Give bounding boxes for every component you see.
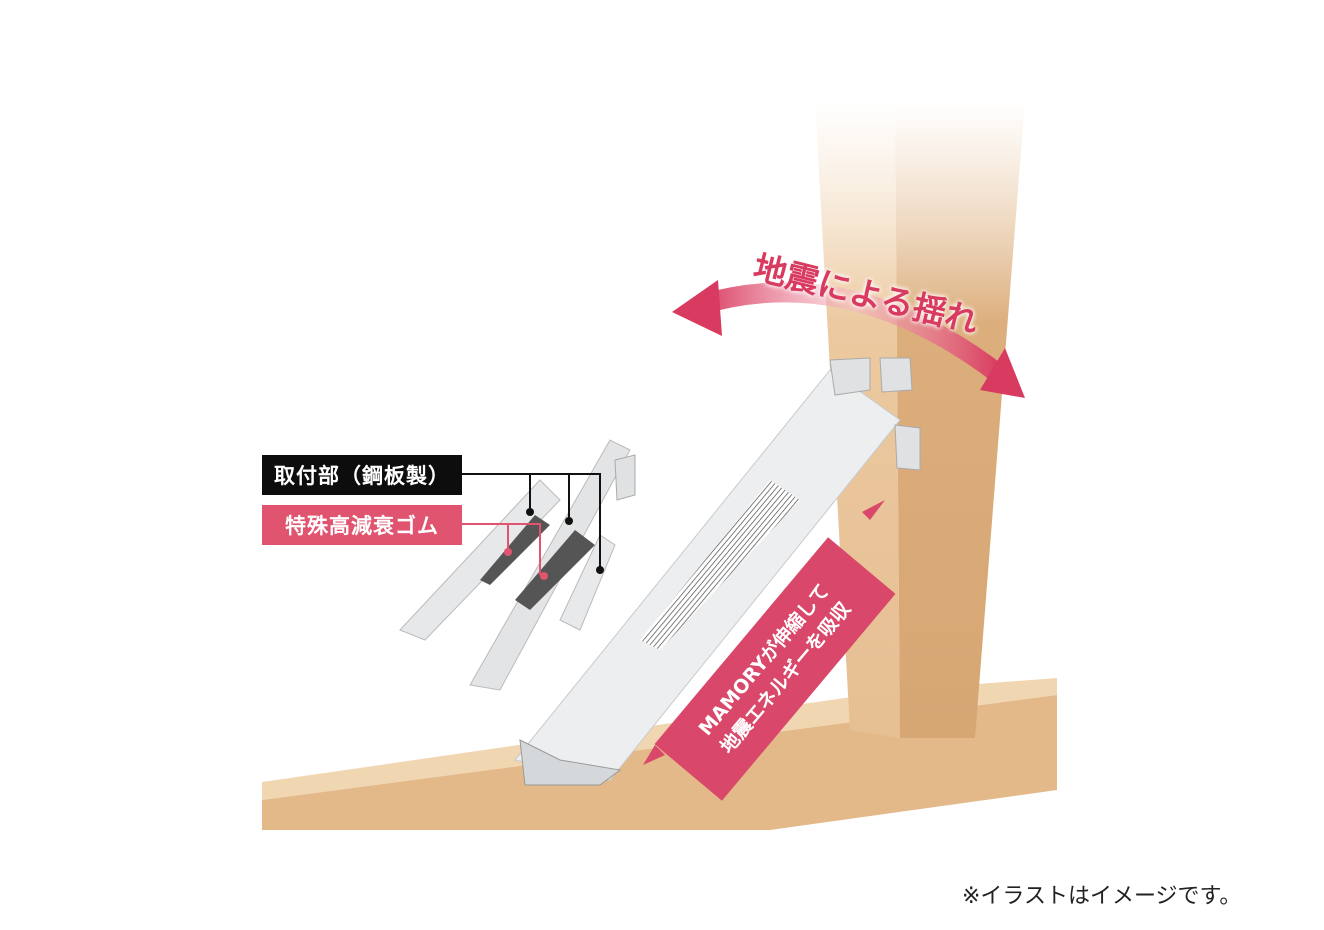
illustration-note: ※イラストはイメージです。 xyxy=(962,884,1242,909)
arrow-right-head xyxy=(980,348,1025,398)
shake-arrow xyxy=(672,280,1025,398)
stretch-arrows xyxy=(643,500,885,765)
installed-damper xyxy=(514,357,921,786)
rubber-pad xyxy=(480,515,550,585)
rubber-pad xyxy=(515,530,595,610)
exploded-damper-parts xyxy=(399,439,636,691)
rubber-label: 特殊高減衰ゴム xyxy=(262,505,462,545)
leader-lines xyxy=(462,473,604,580)
arrow-left-head xyxy=(672,280,722,336)
mounting-part-label: 取付部（鋼板製） xyxy=(262,455,462,495)
